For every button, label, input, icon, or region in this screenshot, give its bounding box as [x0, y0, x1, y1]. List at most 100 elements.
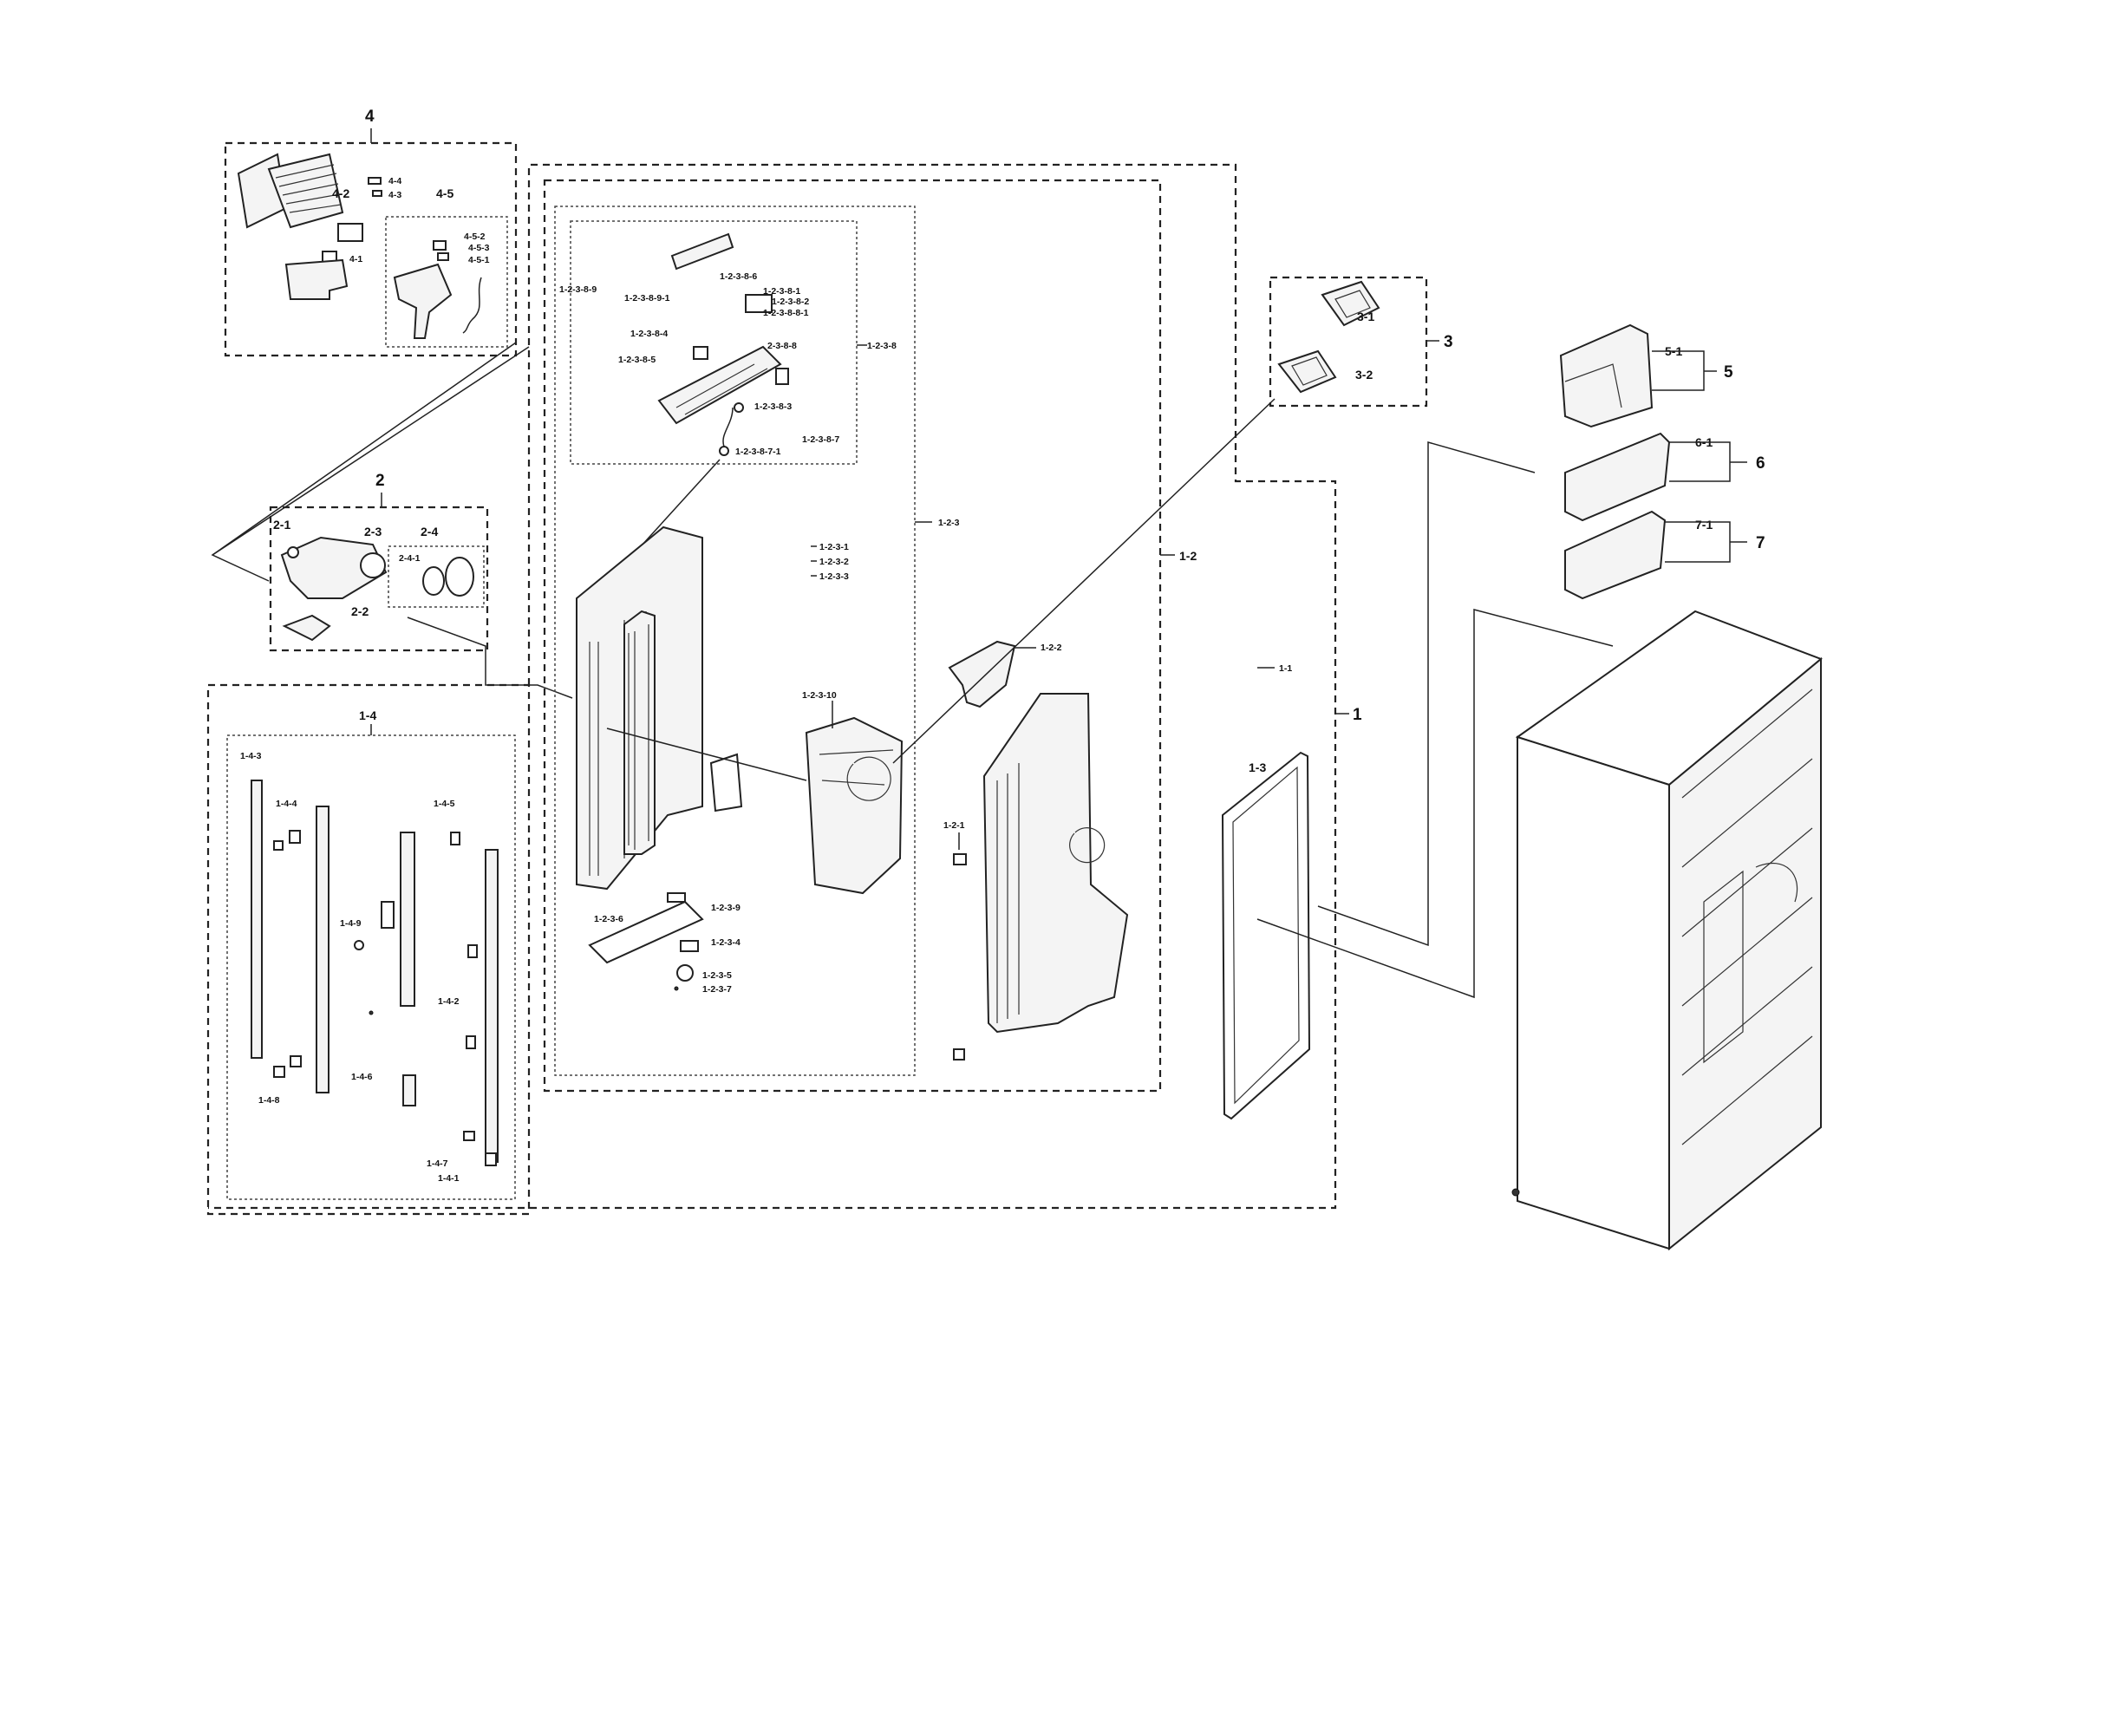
door-bins: 5-1 5 6-1 6 7-1 7: [1559, 323, 1765, 600]
cap-part-2-4-1: [422, 566, 445, 596]
inner-rail: [623, 610, 656, 855]
callout-1-4: 1-4: [359, 708, 376, 722]
callout-1-2-3-8-9: 1-2-3-8-9: [559, 284, 597, 295]
group-2-4-subbox: [388, 545, 485, 608]
callout-4-1: 4-1: [349, 254, 362, 264]
part-1-2-3-5: [676, 964, 694, 982]
part-1-2-3-9: [667, 892, 686, 903]
part-1-2-3-4: [680, 940, 699, 952]
callout-1-2-3-6: 1-2-3-6: [594, 914, 623, 924]
tubing: [1755, 862, 1798, 903]
ring-part-2-4: [445, 557, 474, 597]
group-3-dashed-box: [1269, 276, 1428, 408]
group-3-seals: 3-1 3-2 3: [1269, 276, 1453, 408]
part-4-5-3: [437, 252, 449, 261]
part-1-2-1: [953, 853, 967, 865]
tray-part: [284, 258, 349, 300]
cabinet-side: [1517, 735, 1670, 1250]
bin-5: [1559, 323, 1654, 428]
callout-6: 6: [1756, 454, 1765, 473]
part-1-4-7: [463, 1131, 475, 1141]
motor-part-2-3: [360, 552, 386, 578]
wire-harness: [462, 277, 482, 334]
callout-1-2-3-7: 1-2-3-7: [702, 984, 732, 995]
leader-group-2: [407, 617, 573, 699]
callout-1-2-3-8-9-1: 1-2-3-8-9-1: [624, 293, 670, 303]
leader-1-2-3-8: [632, 459, 721, 556]
callout-4-5-3: 4-5-3: [468, 243, 490, 253]
callout-1-2-3-9: 1-2-3-9: [711, 903, 741, 913]
part-1-4-9: [354, 940, 364, 950]
part-1-2-3-8-small: [775, 368, 789, 385]
part-4-4: [368, 177, 382, 185]
callout-4: 4: [365, 108, 375, 126]
callout-1-2-3-2: 1-2-3-2: [819, 557, 849, 567]
callout-1-2-3-8-1: 1-2-3-8-1: [763, 286, 800, 297]
callout-2-4-1: 2-4-1: [399, 553, 421, 564]
group-1-dashed-left: [206, 683, 531, 1216]
callout-1-2-3-8-4: 1-2-3-8-4: [630, 329, 668, 339]
part-1-4-4: [289, 830, 301, 844]
motor-part-4-2: [337, 223, 363, 242]
lever-part-2-2: [282, 614, 331, 642]
screw-1-4-6: [369, 1010, 374, 1015]
rail-right: [485, 849, 499, 1163]
part-1-2-3-8-7-1: [719, 446, 729, 456]
plate-a: [381, 901, 395, 929]
callout-1-2-3-8: 1-2-3-8: [867, 341, 897, 351]
callout-1-2-3-8-7-1: 1-2-3-8-7-1: [735, 447, 781, 457]
rail-1-4-3: [251, 780, 263, 1059]
hinge-cam: [709, 753, 743, 813]
callout-4-5-1: 4-5-1: [468, 255, 490, 265]
callout-1-4-1: 1-4-1: [438, 1173, 460, 1184]
callout-1-2: 1-2: [1179, 549, 1197, 563]
part-4-3: [372, 190, 382, 197]
callout-1-2-2: 1-2-2: [1041, 643, 1062, 653]
part-1-2-3-8-8: [745, 294, 773, 313]
group-2-dashed-box: [269, 506, 489, 652]
gasket-1-3: 1-3: [1221, 751, 1311, 1120]
callout-1-4-2: 1-4-2: [438, 996, 460, 1007]
callout-1-4-5: 1-4-5: [434, 799, 455, 809]
bin-7: [1564, 510, 1667, 600]
callout-3-2: 3-2: [1355, 368, 1373, 382]
dispenser-chute-1-2-3-8: [657, 345, 782, 425]
callout-1-2-3-8-7: 1-2-3-8-7: [802, 434, 839, 445]
bin-6: [1564, 432, 1671, 522]
dispenser-housing: [280, 536, 388, 599]
callout-4-5: 4-5: [436, 186, 453, 200]
callout-2-3: 2-3: [364, 525, 382, 538]
clip-c: [467, 944, 478, 958]
dispenser-cover-1-2-2: [948, 640, 1016, 708]
rail-center: [400, 832, 415, 1007]
group-1-4-box: [226, 734, 516, 1200]
part-1-2-3-8-3: [734, 402, 744, 413]
group-1-4-hinge-rails: 1-4 1-4-3 1-4-4 1-4-5 1-4-9 1-4-2 1-4-6 …: [206, 683, 531, 1216]
group-2-dispenser-module: 2 2-1 2-3 2-4 2-4-1 2-2: [269, 472, 489, 652]
leader-bins: [1317, 441, 1536, 947]
callout-1: 1: [1353, 706, 1362, 724]
callout-1-2-3-8-5: 1-2-3-8-5: [618, 355, 656, 365]
part-1-4-1: [485, 1152, 497, 1166]
clip-b: [290, 1055, 302, 1067]
outer-door-shell: [982, 693, 1129, 1034]
group-4-ice-maker: 4 4-2 4-4 4-3 4-1 4-5 4-5-2 4-5-3 4-5-1: [224, 108, 518, 357]
callout-2-2: 2-2: [351, 604, 369, 618]
leader-group-3: [892, 398, 1276, 764]
ice-bucket-part: [393, 263, 453, 339]
callout-4-4: 4-4: [388, 176, 401, 186]
leader-cabinet: [1256, 609, 1614, 999]
screw-1-2-3-7: [674, 986, 679, 991]
leveling-foot: [1511, 1188, 1520, 1197]
callout-1-2-3-8-8-1: 1-2-3-8-8-1: [763, 308, 809, 318]
bracket-1-2-3-8-9: [670, 232, 734, 271]
group-1-2-dashed-box: [543, 179, 1162, 1093]
group-1-2-3-8-box: [570, 220, 858, 465]
callout-1-4-8: 1-4-8: [258, 1095, 280, 1106]
group-4-dashed-box: [224, 141, 518, 357]
part-1-2-3-8-5: [693, 346, 708, 360]
clip-a: [273, 840, 284, 851]
callout-1-2-3-8-3: 1-2-3-8-3: [754, 401, 792, 412]
callout-1-2-3-4: 1-2-3-4: [711, 937, 741, 948]
